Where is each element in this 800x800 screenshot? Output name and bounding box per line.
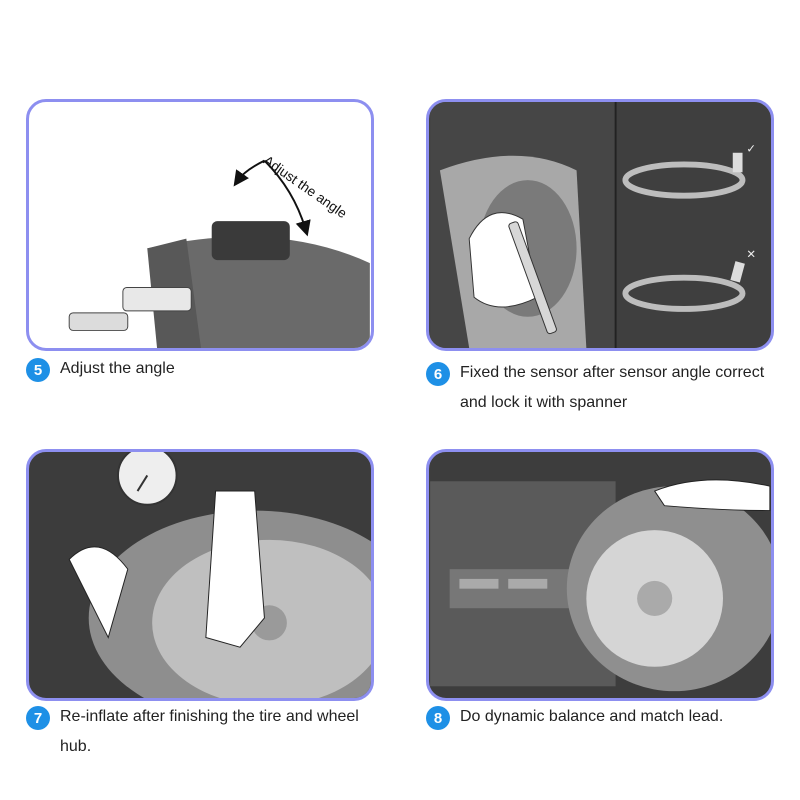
hand-icon	[205, 490, 265, 648]
wrong-mark: ✕	[746, 248, 756, 261]
illustration-adjust-angle: Adjust the angle	[26, 99, 374, 351]
step-caption: Adjust the angle	[60, 360, 175, 377]
arm-icon	[68, 546, 129, 639]
illustration-fix-sensor: ✓ ✕	[426, 99, 774, 351]
step-number-badge: 6	[426, 362, 450, 386]
tire-correct	[622, 161, 746, 199]
step-caption: Re-inflate after finishing the tire and …	[60, 708, 359, 755]
spanner-illustration: ✓ ✕	[430, 102, 756, 348]
illustration-reinflate	[26, 449, 374, 701]
rim-shape	[147, 236, 370, 348]
step-number-badge: 8	[426, 706, 450, 730]
step-caption: Fixed the sensor after sensor angle corr…	[460, 364, 765, 411]
arrow-label: Adjust the angle	[261, 153, 350, 221]
step-number-badge: 7	[26, 706, 50, 730]
pressure-gauge-icon	[117, 452, 178, 506]
step-8: 8 Do dynamic balance and match lead.	[426, 706, 776, 732]
step-5: 5 Adjust the angle	[26, 358, 366, 384]
sensor-valve-illustration: Adjust the angle	[68, 153, 370, 348]
valve-nut	[122, 286, 192, 312]
tire-wrong	[622, 274, 746, 312]
hand-icon	[653, 479, 771, 512]
valve-stem	[68, 312, 129, 331]
inflation-illustration	[68, 452, 371, 698]
step-number-badge: 5	[26, 358, 50, 382]
illustration-balance	[426, 449, 774, 701]
step-7: 7 Re-inflate after finishing the tire an…	[26, 706, 366, 762]
correct-mark: ✓	[746, 143, 756, 156]
sensor-body	[211, 221, 290, 261]
balancer-illustration	[430, 479, 771, 692]
spanner-icon	[508, 221, 557, 335]
step-caption: Do dynamic balance and match lead.	[460, 708, 724, 725]
step-6: 6 Fixed the sensor after sensor angle co…	[426, 362, 776, 418]
